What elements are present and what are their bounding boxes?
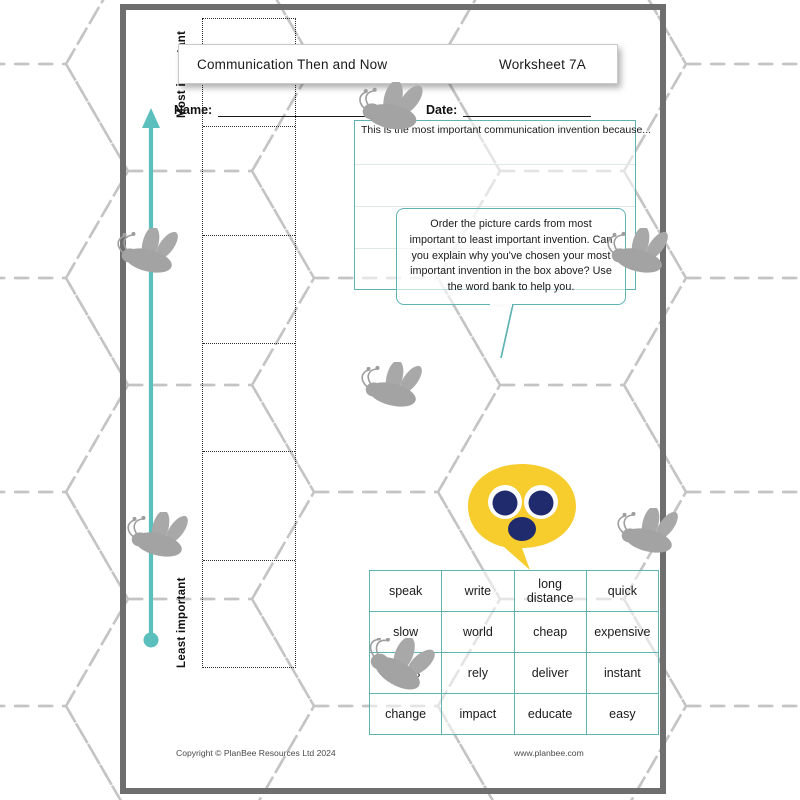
word-bank-cell[interactable]: educate [513,693,587,735]
table-row: slow world cheap expensive [368,611,660,653]
word-bank-cell[interactable]: cheap [513,611,587,653]
reason-writing-rule [355,164,635,165]
word-bank-body: speak write long distance quick slow wor… [368,570,660,735]
word-bank-cell[interactable]: quick [585,570,660,612]
date-input-rule[interactable] [463,115,592,117]
worksheet-number-label: Worksheet 7A [499,56,586,72]
word-bank-cell[interactable]: rely [441,652,515,694]
word-bank-cell[interactable]: deliver [513,652,587,694]
table-row: news rely deliver instant [368,652,660,694]
name-input-rule[interactable] [218,115,387,117]
word-bank-cell[interactable]: expensive [585,611,660,653]
instruction-text: Order the picture cards from most import… [409,218,613,293]
word-bank-cell[interactable]: instant [585,652,660,694]
reason-prompt-text: This is the most important communication… [361,124,652,136]
reason-writing-rule [355,206,635,207]
ranking-arrow-icon [142,108,160,648]
date-field[interactable]: Date: [426,103,592,117]
table-row: change impact educate easy [368,693,660,735]
word-bank-cell[interactable]: world [441,611,515,653]
surprised-face-emoji-icon [468,464,576,570]
name-field[interactable]: Name: [174,103,387,117]
worksheet-page-inner: Communication Then and Now Worksheet 7A … [126,10,660,788]
word-bank-cell[interactable]: speak [368,570,443,612]
ranking-card-slot[interactable] [203,236,295,344]
word-bank-cell[interactable]: change [368,693,443,735]
page-footer: Copyright © PlanBee Resources Ltd 2024 w… [126,748,660,762]
instruction-speech-bubble: Order the picture cards from most import… [396,208,626,305]
website-link[interactable]: www.planbee.com [514,748,584,758]
table-row: speak write long distance quick [368,570,660,612]
speech-bubble-tail [489,304,514,359]
name-label: Name: [174,103,213,117]
word-bank-cell[interactable]: slow [368,611,443,653]
worksheet-title-box: Communication Then and Now Worksheet 7A [178,44,618,84]
word-bank-cell[interactable]: impact [441,693,515,735]
ranking-card-slot[interactable] [203,452,295,561]
least-important-label: Least important [176,577,188,668]
word-bank-cell[interactable]: easy [585,693,660,735]
copyright-text: Copyright © PlanBee Resources Ltd 2024 [176,748,336,758]
word-bank-table: speak write long distance quick slow wor… [368,570,660,735]
ranking-card-slot[interactable] [203,127,295,236]
date-label: Date: [426,103,458,117]
ranking-card-slot[interactable] [203,344,295,453]
word-bank-cell[interactable]: write [441,570,515,612]
word-bank-cell[interactable]: long distance [513,570,587,612]
word-bank-cell[interactable]: news [368,652,443,694]
page-title: Communication Then and Now [197,56,388,72]
worksheet-page: Communication Then and Now Worksheet 7A … [120,4,666,794]
